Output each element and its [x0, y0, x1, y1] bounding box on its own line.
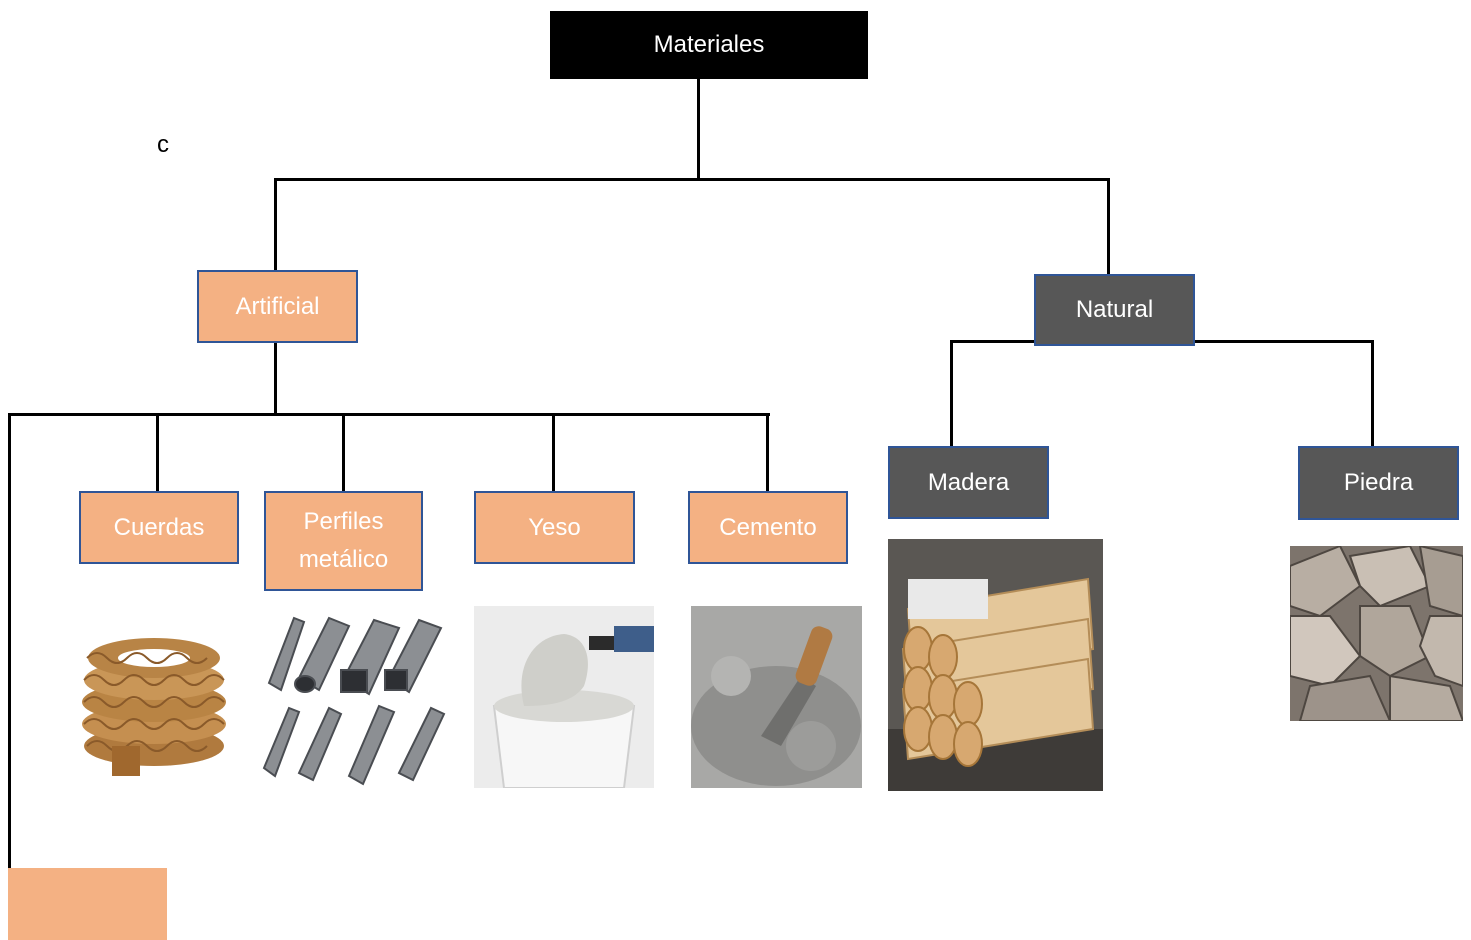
stones-image — [1290, 546, 1463, 721]
stray-letter: c — [157, 131, 169, 158]
node-madera: Madera — [888, 446, 1049, 519]
connector-to-cemento — [766, 416, 769, 493]
node-natural: Natural — [1034, 274, 1195, 346]
cement-trowel-image — [691, 606, 862, 788]
node-cuerdas: Cuerdas — [79, 491, 239, 564]
wood-logs-image — [888, 539, 1103, 791]
connector-to-artificial — [274, 178, 277, 272]
connector-artificial-horizontal — [8, 413, 770, 416]
connector-to-empty-box — [8, 413, 11, 870]
root-node-materiales: Materiales — [550, 11, 868, 79]
node-yeso: Yeso — [474, 491, 635, 564]
connector-main-horizontal — [274, 178, 1110, 181]
node-cemento: Cemento — [688, 491, 848, 564]
connector-root-down — [697, 78, 700, 181]
connector-to-yeso — [552, 416, 555, 493]
node-artificial: Artificial — [197, 270, 358, 343]
connector-to-piedra — [1371, 340, 1374, 448]
connector-artificial-down — [274, 342, 277, 416]
node-perfiles-metalico: Perfiles metálico — [264, 491, 423, 591]
rope-image — [62, 606, 240, 787]
connector-to-perfiles — [342, 416, 345, 493]
node-empty — [8, 868, 167, 940]
connector-to-madera — [950, 340, 953, 448]
metal-profiles-image — [259, 608, 448, 788]
connector-to-natural — [1107, 181, 1110, 276]
plaster-bucket-image — [474, 606, 654, 788]
node-piedra: Piedra — [1298, 446, 1459, 520]
connector-to-cuerdas — [156, 416, 159, 493]
